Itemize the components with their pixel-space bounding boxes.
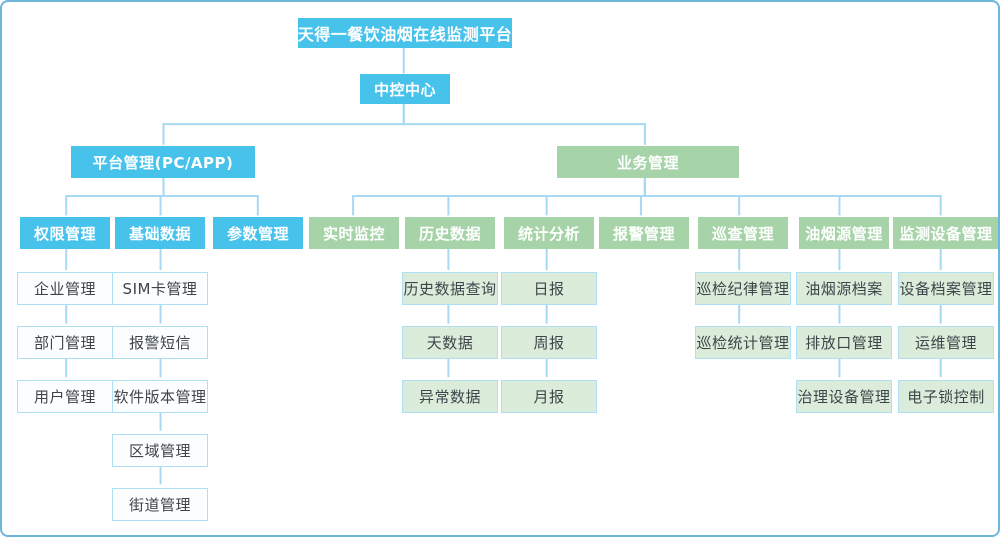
node-region-mgmt: 区域管理: [112, 434, 208, 467]
node-alarm-mgmt: 报警管理: [599, 217, 689, 249]
node-outlet-mgmt: 排放口管理: [796, 326, 892, 359]
node-history-query: 历史数据查询: [402, 272, 498, 305]
node-stats-analysis: 统计分析: [504, 217, 594, 249]
node-business-mgmt: 业务管理: [557, 146, 739, 178]
node-fume-source-archive: 油烟源档案: [796, 272, 892, 305]
node-control-center: 中控中心: [360, 74, 450, 104]
node-platform-root: 天得一餐饮油烟在线监测平台: [298, 18, 512, 48]
node-user-mgmt: 用户管理: [17, 380, 113, 413]
node-dept-mgmt: 部门管理: [17, 326, 113, 359]
node-sim-card-mgmt: SIM卡管理: [112, 272, 208, 305]
node-weekly-report: 周报: [501, 326, 597, 359]
node-monthly-report: 月报: [501, 380, 597, 413]
node-auth-mgmt: 权限管理: [20, 217, 110, 249]
node-basic-data: 基础数据: [115, 217, 205, 249]
node-patrol-mgmt: 巡查管理: [698, 217, 788, 249]
node-patrol-discipline-mgmt: 巡检纪律管理: [695, 272, 791, 305]
node-elock-control: 电子锁控制: [898, 380, 994, 413]
node-device-archive-mgmt: 设备档案管理: [898, 272, 994, 305]
node-param-mgmt: 参数管理: [213, 217, 303, 249]
node-abnormal-data: 异常数据: [402, 380, 498, 413]
node-treatment-device-mgmt: 治理设备管理: [796, 380, 892, 413]
node-device-mgmt: 监测设备管理: [893, 217, 998, 249]
node-daily-report: 日报: [501, 272, 597, 305]
node-software-version-mgmt: 软件版本管理: [112, 380, 208, 413]
node-patrol-stats-mgmt: 巡检统计管理: [695, 326, 791, 359]
node-fume-source-mgmt: 油烟源管理: [799, 217, 889, 249]
node-realtime-monitor: 实时监控: [309, 217, 399, 249]
node-platform-mgmt: 平台管理(PC/APP): [71, 146, 255, 178]
node-alarm-sms: 报警短信: [112, 326, 208, 359]
node-enterprise-mgmt: 企业管理: [17, 272, 113, 305]
node-day-data: 天数据: [402, 326, 498, 359]
node-street-mgmt: 街道管理: [112, 488, 208, 521]
node-history-data: 历史数据: [405, 217, 495, 249]
node-ops-mgmt: 运维管理: [898, 326, 994, 359]
